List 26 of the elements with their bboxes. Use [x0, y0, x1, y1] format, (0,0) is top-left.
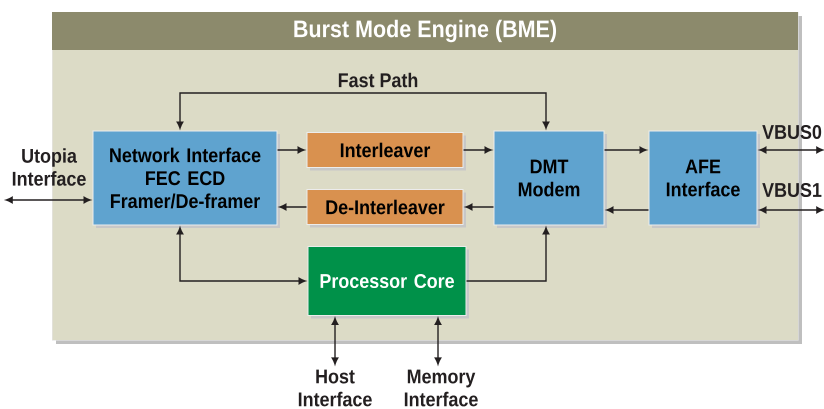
interface-label: Memory Interface — [404, 370, 478, 406]
process-box: De-Interleaver — [306, 189, 466, 228]
arrow — [604, 146, 647, 154]
bus-label: VBUS0 — [762, 124, 822, 140]
arrow — [465, 204, 494, 210]
arrow — [176, 227, 306, 284]
arrow — [176, 92, 550, 129]
arrow — [332, 318, 338, 365]
arrow — [464, 146, 492, 154]
edge-label: Fast Path — [336, 72, 420, 88]
arrow — [434, 318, 442, 365]
arrow — [759, 146, 824, 154]
process-box: Network Interface FEC ECD Framer/De-framer — [92, 130, 280, 228]
arrow — [6, 196, 91, 204]
arrow — [606, 206, 648, 214]
arrow — [759, 206, 824, 214]
process-box: AFE Interface — [648, 130, 760, 228]
process-box: Interleaver — [306, 132, 466, 170]
interface-label: Host Interface — [298, 370, 372, 406]
arrow — [278, 146, 305, 154]
arrow — [466, 227, 550, 282]
processor-box: Processor Core — [308, 246, 469, 318]
bus-label: VBUS1 — [762, 182, 822, 198]
process-box: DMT Modem — [494, 130, 607, 228]
interface-label: Utopia Interface — [12, 148, 86, 186]
arrow — [279, 204, 306, 210]
